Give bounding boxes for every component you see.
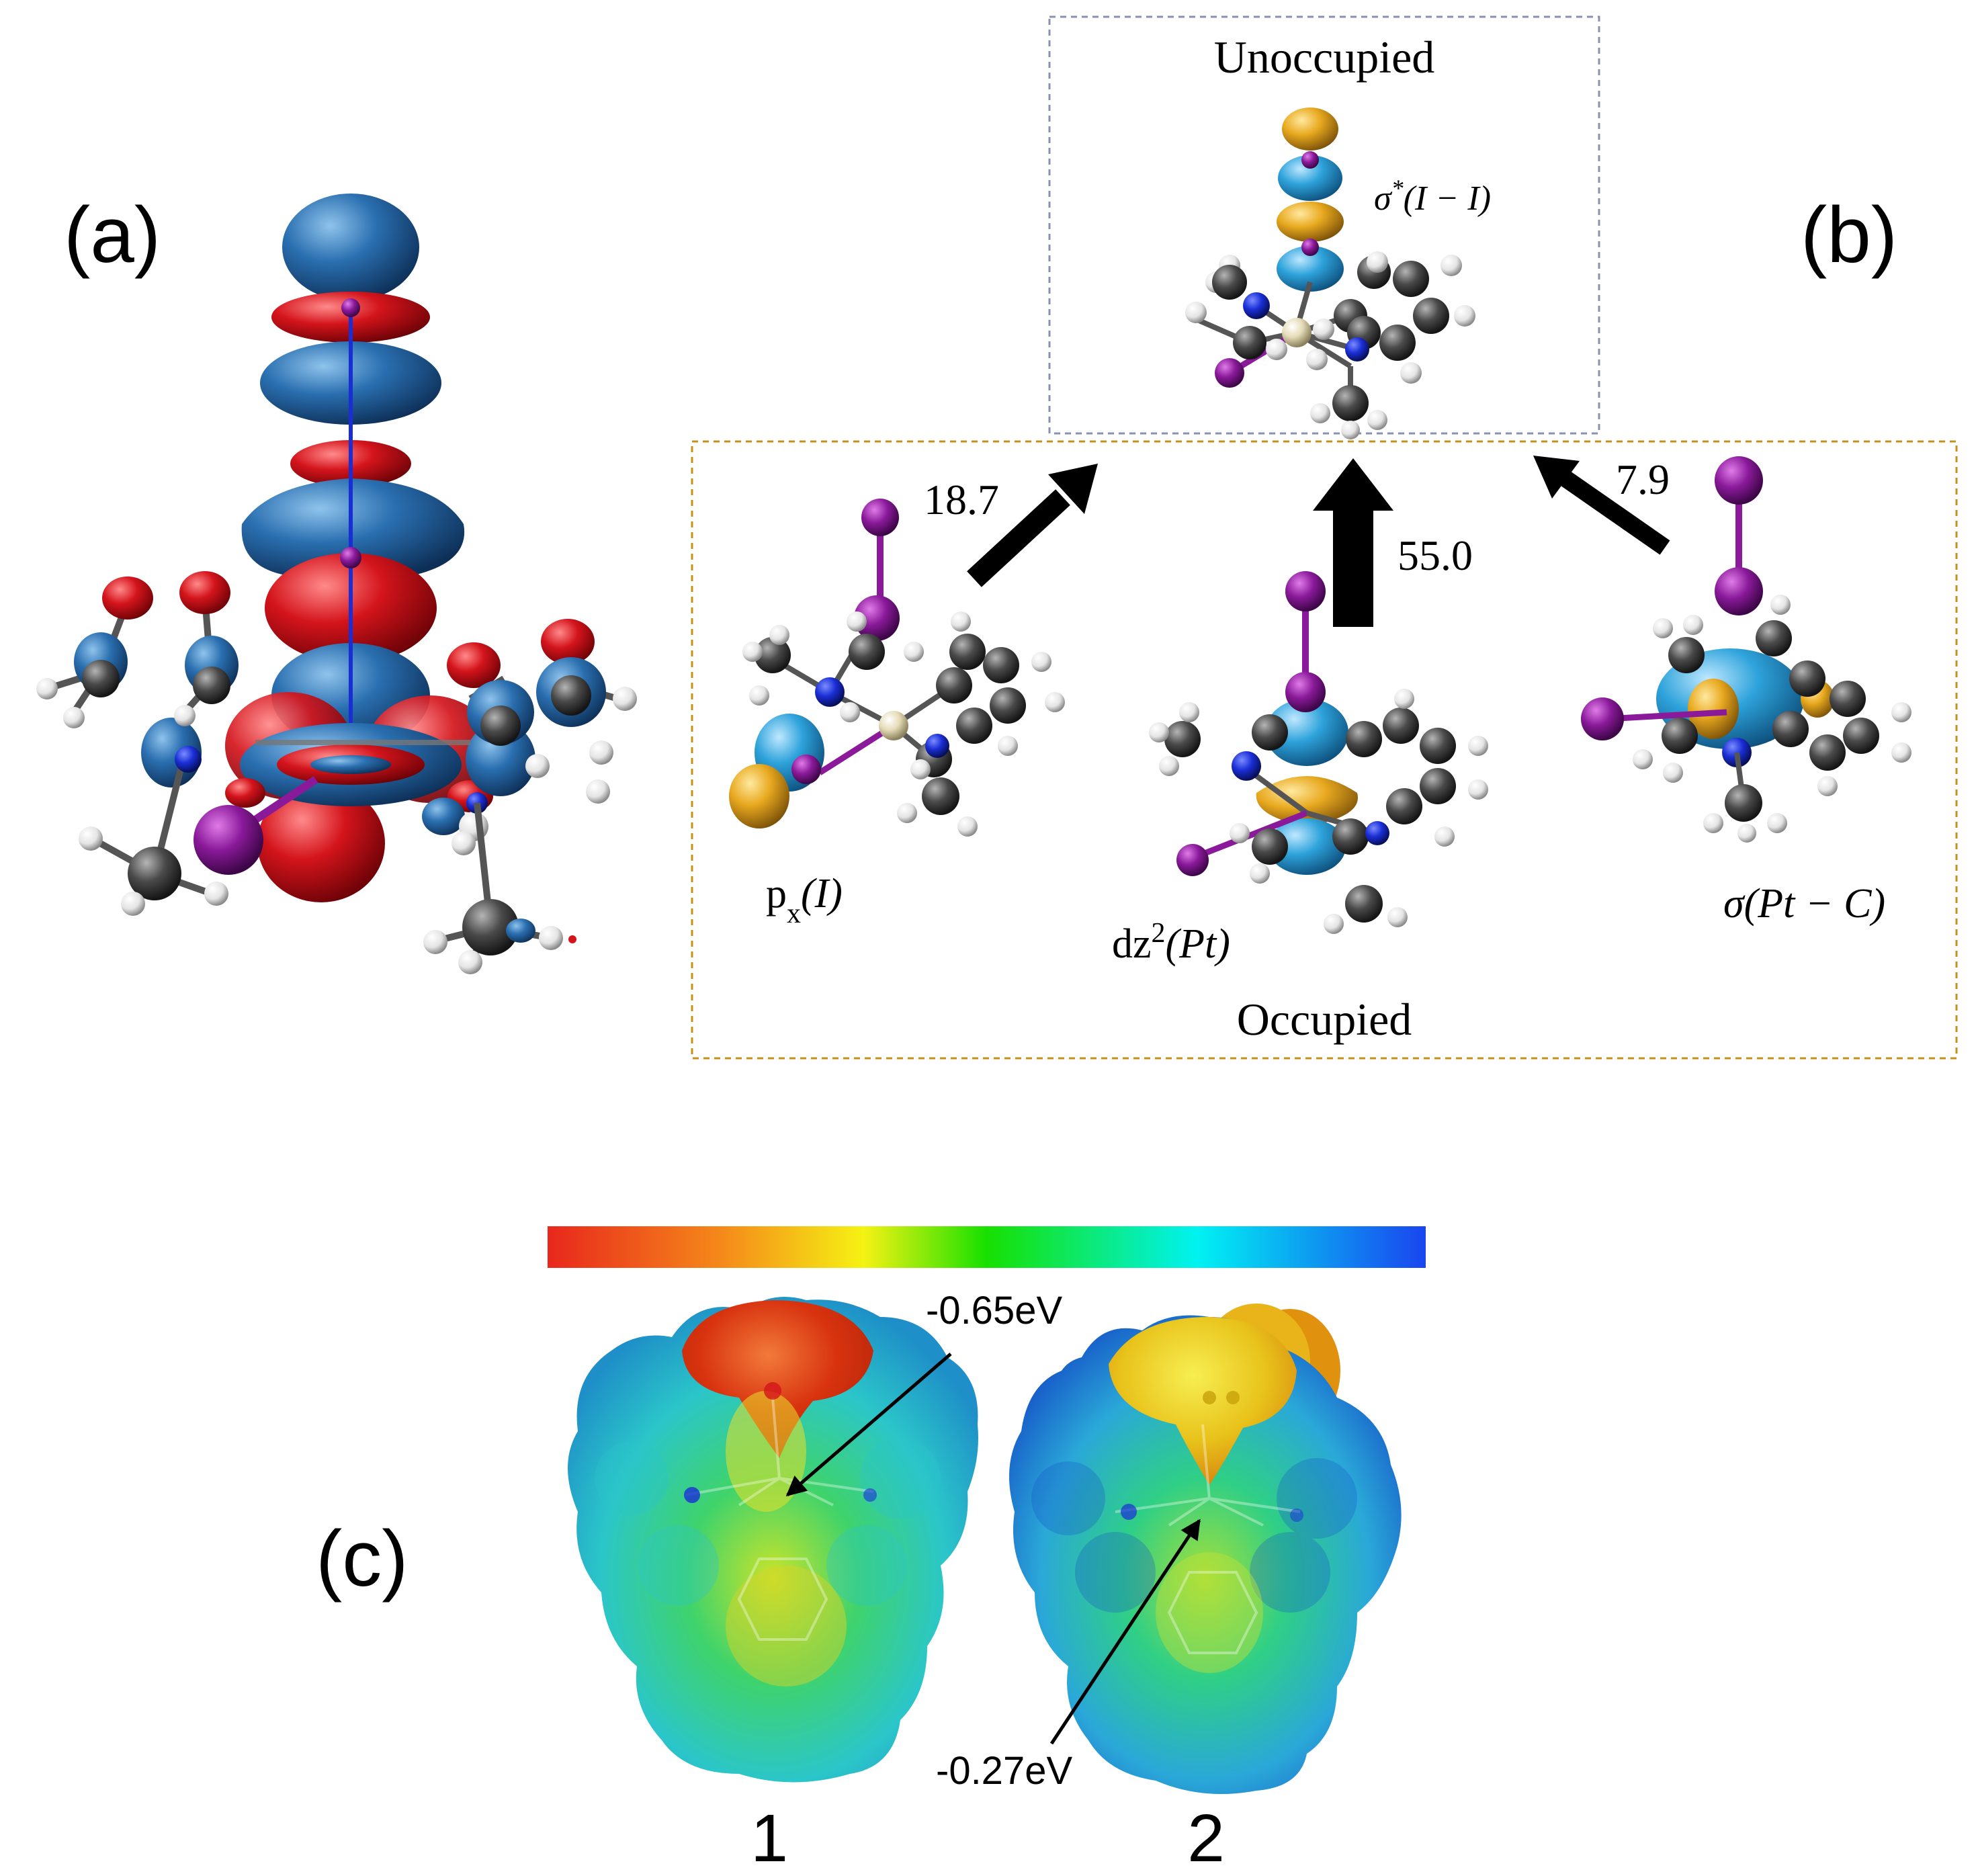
annotation-1: -0.65eV: [785, 1289, 1062, 1496]
arrow-px: 18.7: [924, 464, 1098, 587]
svg-text:σ(Pt − C): σ(Pt − C): [1723, 881, 1885, 927]
panel-a-molecule: [36, 194, 637, 974]
sigma-molecule: [1581, 456, 1911, 843]
molecule-2-label: 2: [1187, 1801, 1225, 1876]
sigma-label: σ(Pt − C): [1723, 881, 1885, 927]
unoccupied-title: Unoccupied: [1214, 32, 1435, 83]
px-molecule: [729, 499, 1065, 837]
arrow-dz2: 55.0: [1313, 458, 1473, 627]
molecule-1-label: 1: [750, 1801, 788, 1876]
arrow-dz2-value: 55.0: [1398, 531, 1473, 579]
panel-c: (c): [316, 1226, 1426, 1876]
lobe-blue-top: [282, 194, 419, 301]
panel-b-label: (b): [1801, 191, 1897, 280]
unoccupied-box: [1048, 15, 1600, 435]
occupied-title: Occupied: [1237, 994, 1412, 1045]
sigma-star-molecule: [1185, 108, 1475, 439]
px-label: px(I): [766, 871, 843, 929]
iodine-atom: [194, 805, 263, 875]
svg-text:px(I): px(I): [766, 871, 843, 929]
esp-surface-1: [568, 1297, 978, 1783]
panel-b: (b) Unoccupied Occupied: [691, 15, 1958, 1060]
value-1: -0.65eV: [926, 1289, 1062, 1332]
occupied-box: [691, 440, 1958, 1060]
value-2: -0.27eV: [936, 1749, 1072, 1793]
panel-a-label: (a): [64, 191, 161, 280]
dz2-molecule: [1149, 571, 1488, 934]
arrow-sigma: 7.9: [1533, 456, 1670, 555]
panel-c-label: (c): [316, 1515, 408, 1603]
dz2-label: dz2(Pt): [1112, 918, 1230, 967]
arrow-px-value: 18.7: [924, 476, 999, 523]
svg-text:dz2(Pt): dz2(Pt): [1112, 918, 1230, 967]
svg-text:σ*(I − I): σ*(I − I): [1374, 175, 1491, 218]
sigma-star-label: σ*(I − I): [1374, 175, 1491, 218]
panel-a: (a): [36, 191, 637, 974]
arrow-sigma-value: 7.9: [1616, 456, 1670, 503]
esp-surface-2: [1009, 1304, 1402, 1794]
annotation-2: -0.27eV: [936, 1519, 1201, 1793]
color-scale-bar: [548, 1226, 1426, 1268]
